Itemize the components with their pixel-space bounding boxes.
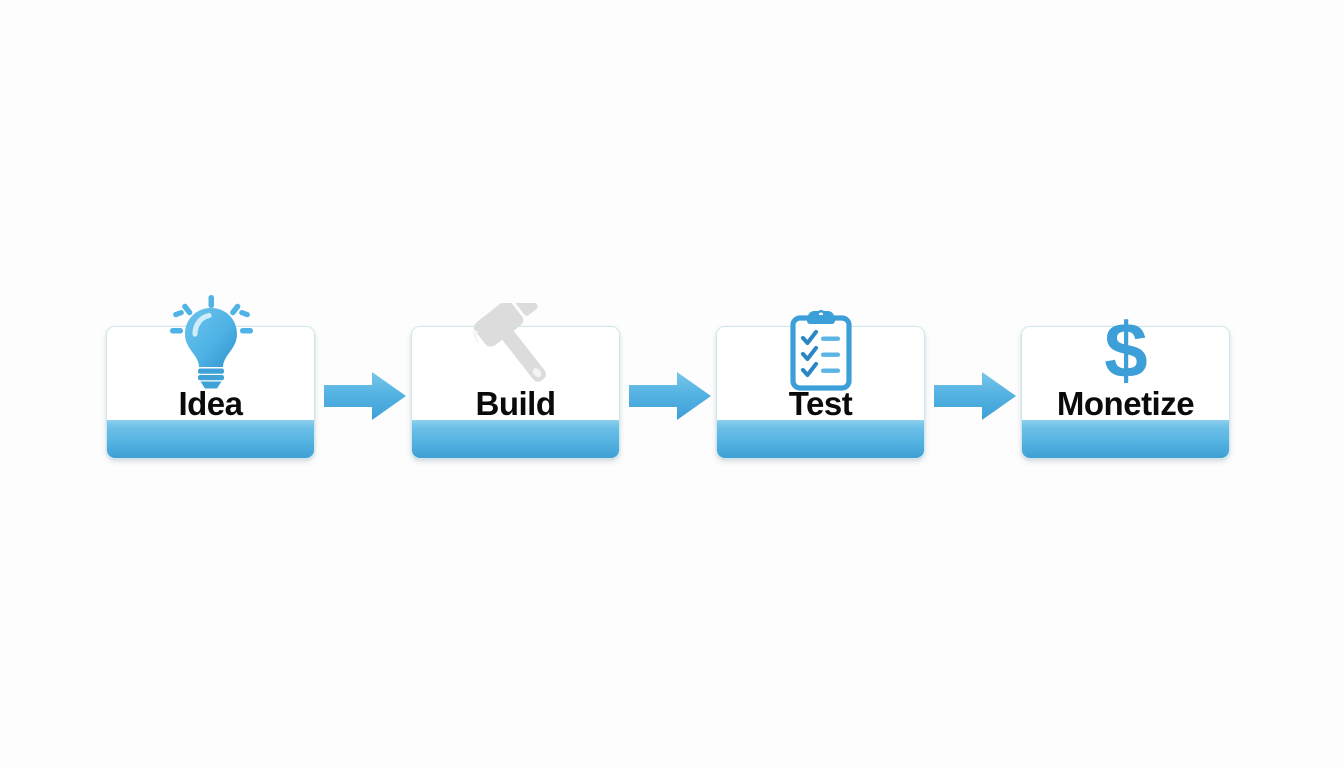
step-label: Test [788, 385, 853, 422]
step-label: Idea [178, 385, 243, 422]
arrow-idea-to-build [324, 372, 406, 420]
arrow-build-to-test [629, 372, 711, 420]
card-band [717, 420, 924, 458]
card-body [1022, 327, 1229, 422]
step-card-idea[interactable]: Idea [106, 295, 315, 459]
step-card-build[interactable]: Build [411, 303, 620, 459]
card-band [107, 420, 314, 458]
card-band [412, 420, 619, 458]
step-label: Build [475, 385, 556, 422]
card-band [1022, 420, 1229, 458]
arrow-test-to-monetize [934, 372, 1016, 420]
step-card-monetize[interactable]: $ Monetize [1021, 313, 1230, 459]
step-card-test[interactable]: Test [716, 309, 925, 459]
step-label: Monetize [1056, 385, 1195, 422]
